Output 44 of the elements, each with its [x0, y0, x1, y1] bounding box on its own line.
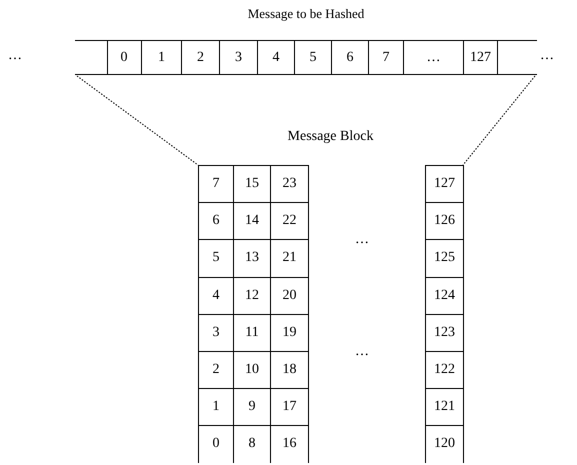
bit-number-cell: 127 — [463, 41, 497, 74]
block-heading: Message Block — [286, 129, 374, 145]
bit-number-cell-text: 0 — [120, 48, 128, 66]
bit-number-cell: 121 — [425, 388, 464, 426]
bit-number-cell: 19 — [270, 314, 309, 351]
bit-number-cell: 7 — [198, 165, 234, 202]
dotted-zoom-line — [76, 76, 198, 166]
bit-number-cell: 3 — [219, 41, 257, 74]
ellipsis-text: … — [355, 344, 369, 360]
ellipsis-text: … — [8, 48, 22, 64]
bit-number-cell: 127 — [425, 165, 464, 202]
bit-number-cell: 1 — [141, 41, 181, 74]
bit-number-cell: 1 — [198, 388, 234, 426]
bit-number-cell: 7 — [368, 41, 403, 74]
bit-number-cell: … — [403, 41, 463, 74]
bit-number-cell: 23 — [270, 165, 309, 202]
bit-number-cell: 16 — [270, 425, 309, 463]
bit-number-cell: 2 — [181, 41, 219, 74]
bit-number-cell: 14 — [233, 202, 271, 240]
bit-number-cell: 4 — [198, 276, 234, 314]
bit-number-cell: 126 — [425, 202, 464, 240]
bit-number-cell: 122 — [425, 351, 464, 388]
dotted-zoom-line — [462, 76, 536, 166]
bit-number-cell: 125 — [425, 239, 464, 277]
bit-number-cell: 21 — [270, 239, 309, 277]
bit-number-cell: 5 — [198, 239, 234, 277]
ellipsis-text: … — [355, 232, 369, 248]
bit-number-cell: 3 — [198, 314, 234, 351]
ellipsis-text: … — [540, 48, 554, 64]
bit-number-cell: 120 — [425, 425, 464, 463]
bit-number-cell: 6 — [198, 202, 234, 240]
bit-number-cell: 22 — [270, 202, 309, 240]
bit-number-cell: 20 — [270, 276, 309, 314]
bit-number-cell: 5 — [294, 41, 331, 74]
bit-number-cell: 4 — [257, 41, 294, 74]
bit-number-cell: 18 — [270, 351, 309, 388]
bit-number-cell: 6 — [331, 41, 368, 74]
row-heading: Message to be Hashed — [246, 6, 366, 22]
bit-number-cell: 0 — [198, 425, 234, 463]
bit-number-cell: 17 — [270, 388, 309, 426]
bit-number-cell: 9 — [233, 388, 271, 426]
bit-number-cell: 2 — [198, 351, 234, 388]
bit-number-cell: 123 — [425, 314, 464, 351]
bit-number-cell: 124 — [425, 276, 464, 314]
